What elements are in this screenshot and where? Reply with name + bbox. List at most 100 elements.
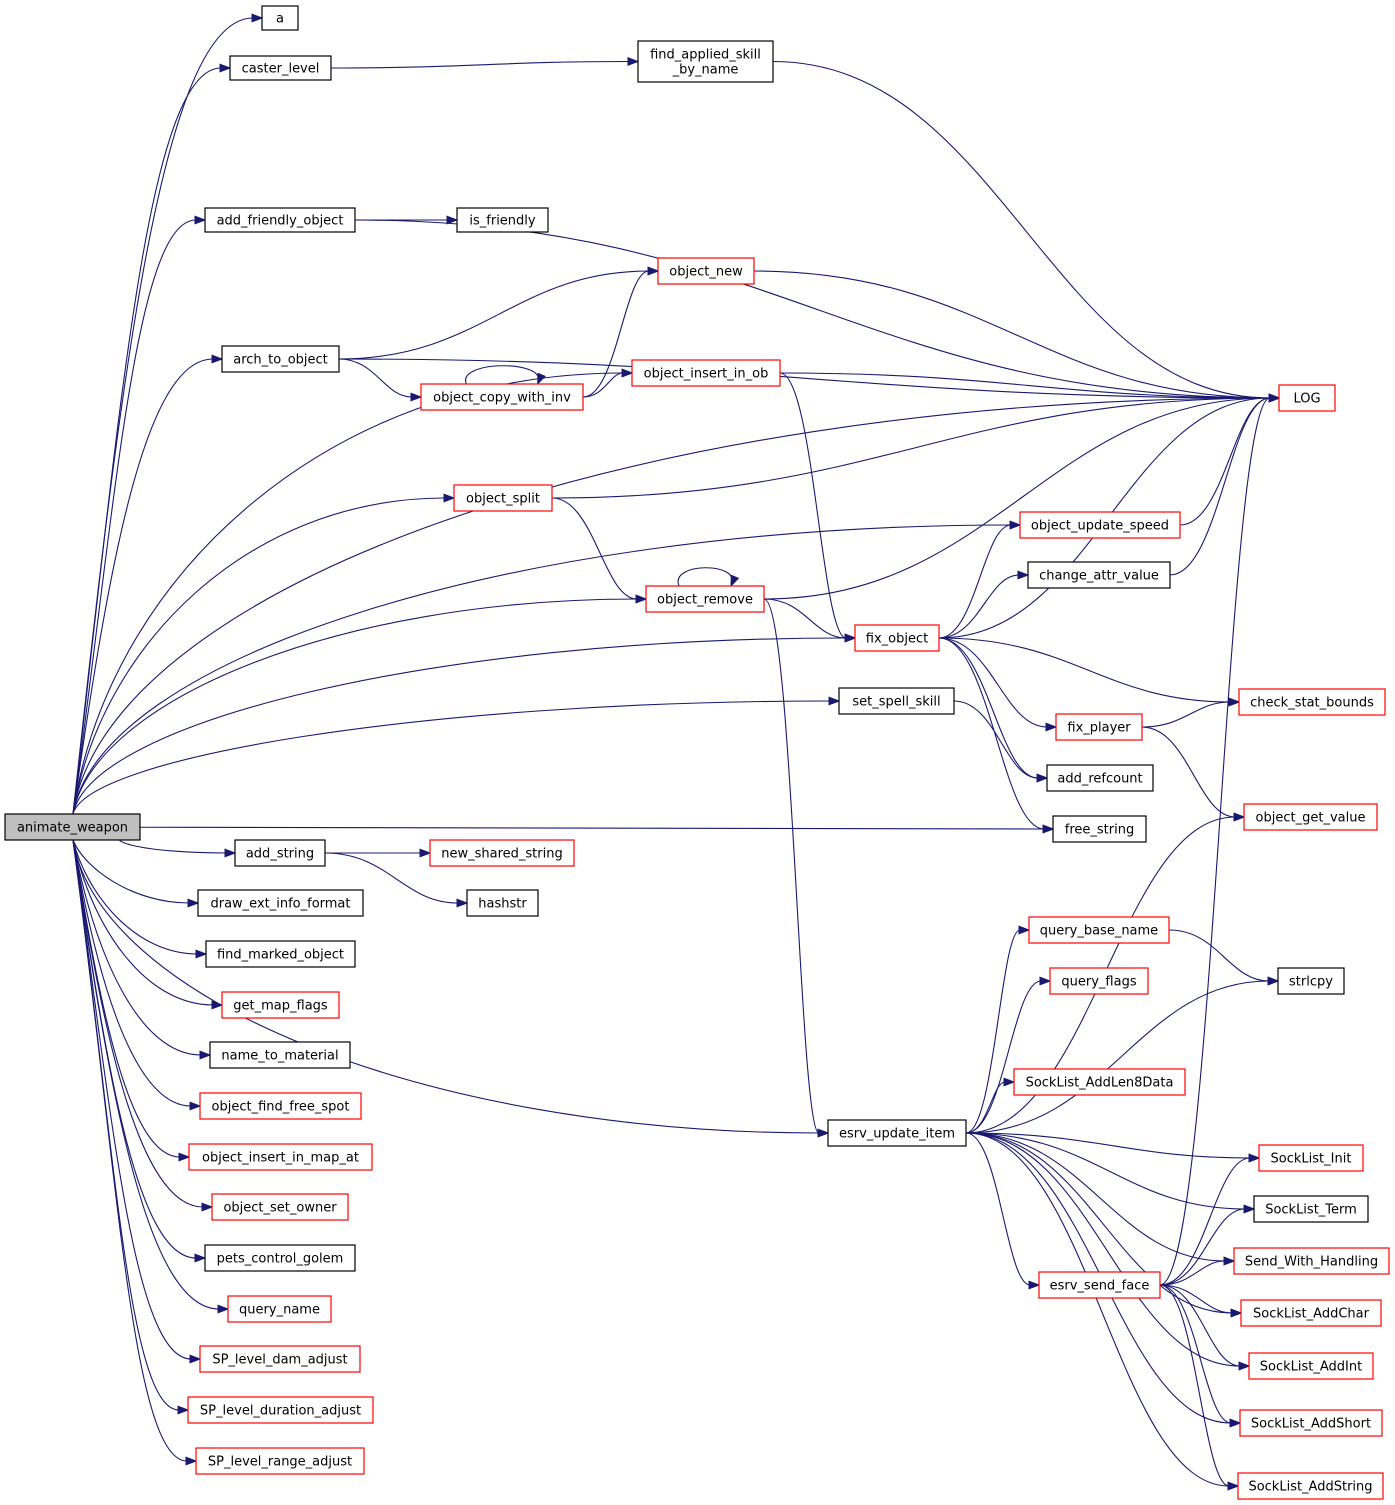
node-label: object_insert_in_map_at — [202, 1151, 359, 1166]
node-box — [1233, 1247, 1390, 1275]
node-esrv_send_face[interactable]: esrv_send_face — [1038, 1271, 1161, 1299]
node-SockList_AddChar[interactable]: SockList_AddChar — [1240, 1299, 1382, 1327]
node-object_get_value[interactable]: object_get_value — [1243, 803, 1378, 831]
node-a[interactable]: a — [261, 5, 299, 31]
node-change_attr_value[interactable]: change_attr_value — [1027, 561, 1171, 589]
node-SP_level_dam_adjust[interactable]: SP_level_dam_adjust — [199, 1345, 361, 1373]
node-SockList_AddInt[interactable]: SockList_AddInt — [1248, 1352, 1374, 1380]
edge-animate_weapon-to-add_friendly_object — [72, 215, 207, 815]
node-query_name[interactable]: query_name — [227, 1295, 332, 1323]
node-label: strlcpy — [1289, 975, 1333, 990]
edge-animate_weapon-to-name_to_material — [72, 839, 212, 1060]
edge-animate_weapon-to-caster_level — [72, 63, 232, 815]
node-add_refcount[interactable]: add_refcount — [1046, 764, 1154, 792]
node-SockList_Init[interactable]: SockList_Init — [1258, 1144, 1364, 1172]
node-object_update_speed[interactable]: object_update_speed — [1019, 511, 1181, 539]
node-SP_level_duration_adjust[interactable]: SP_level_duration_adjust — [187, 1396, 374, 1424]
node-box — [211, 1193, 349, 1221]
node-SockList_AddLen8Data[interactable]: SockList_AddLen8Data — [1013, 1068, 1186, 1096]
edge-line — [965, 1132, 1241, 1367]
node-draw_ext_info_format[interactable]: draw_ext_info_format — [197, 889, 364, 917]
edge-fix_object-to-add_refcount — [938, 637, 1049, 783]
node-SockList_AddString[interactable]: SockList_AddString — [1237, 1472, 1384, 1500]
edge-line — [330, 60, 630, 69]
node-check_stat_bounds[interactable]: check_stat_bounds — [1238, 688, 1386, 716]
node-name_to_material[interactable]: name_to_material — [209, 1041, 351, 1069]
edge-line — [465, 365, 539, 385]
node-strlcpy[interactable]: strlcpy — [1277, 967, 1345, 995]
node-set_spell_skill[interactable]: set_spell_skill — [838, 687, 955, 715]
edge-arrowhead — [443, 493, 456, 503]
edge-arrowhead — [178, 1152, 191, 1162]
node-box — [187, 1396, 374, 1424]
node-object_remove[interactable]: object_remove — [645, 585, 765, 613]
node-box — [1243, 803, 1378, 831]
edge-arrowhead — [844, 633, 857, 643]
node-fix_object[interactable]: fix_object — [854, 624, 940, 652]
node-arch_to_object[interactable]: arch_to_object — [221, 345, 340, 373]
node-box — [204, 207, 356, 233]
node-object_set_owner[interactable]: object_set_owner — [211, 1193, 349, 1221]
edge-line — [1179, 397, 1271, 526]
node-new_shared_string[interactable]: new_shared_string — [429, 839, 575, 867]
edge-arrowhead — [621, 368, 634, 378]
node-box — [1239, 1409, 1383, 1437]
edge-arrowhead — [195, 949, 208, 959]
node-pets_control_golem[interactable]: pets_control_golem — [204, 1244, 356, 1272]
node-label: free_string — [1065, 823, 1134, 838]
node-is_friendly[interactable]: is_friendly — [456, 207, 549, 233]
node-box — [4, 813, 141, 841]
edge-animate_weapon-to-query_name — [72, 839, 230, 1314]
node-label: pets_control_golem — [217, 1252, 344, 1267]
edge-line — [1159, 1284, 1233, 1314]
edge-line — [72, 839, 198, 955]
node-object_insert_in_map_at[interactable]: object_insert_in_map_at — [188, 1143, 373, 1171]
edge-arrowhead — [217, 1304, 230, 1314]
node-add_friendly_object[interactable]: add_friendly_object — [204, 207, 356, 233]
edge-line — [965, 1081, 1006, 1134]
edge-arrowhead — [1017, 570, 1030, 580]
edge-line — [72, 839, 190, 904]
edge-esrv_send_face-to-SockList_AddChar — [1159, 1284, 1243, 1318]
node-esrv_update_item[interactable]: esrv_update_item — [827, 1119, 967, 1147]
node-caster_level[interactable]: caster_level — [229, 55, 332, 81]
node-label: SockList_Init — [1271, 1152, 1352, 1167]
node-SockList_Term[interactable]: SockList_Term — [1253, 1195, 1369, 1223]
edge-fix_object-to-free_string — [938, 637, 1055, 834]
edge-line — [72, 17, 254, 815]
edge-line — [1159, 1284, 1241, 1367]
node-box — [188, 1143, 373, 1171]
node-object_new[interactable]: object_new — [657, 257, 755, 285]
node-Send_With_Handling[interactable]: Send_With_Handling — [1233, 1247, 1390, 1275]
node-fix_player[interactable]: fix_player — [1055, 713, 1143, 741]
edge-line — [1159, 1284, 1230, 1487]
node-query_base_name[interactable]: query_base_name — [1028, 916, 1170, 944]
node-object_find_free_spot[interactable]: object_find_free_spot — [199, 1092, 362, 1120]
node-box — [1238, 688, 1386, 716]
node-get_map_flags[interactable]: get_map_flags — [221, 991, 340, 1019]
node-hashstr[interactable]: hashstr — [466, 889, 539, 917]
node-object_split[interactable]: object_split — [453, 484, 553, 512]
edge-arrowhead — [1042, 824, 1055, 834]
node-SockList_AddShort[interactable]: SockList_AddShort — [1239, 1409, 1383, 1437]
edge-arrowhead — [537, 372, 546, 386]
node-label: new_shared_string — [441, 847, 562, 862]
node-find_applied_skill_by_name[interactable]: find_applied_skill_by_name — [637, 40, 774, 83]
edge-esrv_update_item-to-SockList_AddInt — [965, 1132, 1251, 1371]
node-box — [637, 40, 774, 83]
node-free_string[interactable]: free_string — [1052, 815, 1147, 843]
node-object_insert_in_ob[interactable]: object_insert_in_ob — [631, 359, 781, 387]
edge-esrv_update_item-to-query_flags — [965, 976, 1052, 1134]
edge-caster_level-to-find_applied_skill_by_name — [330, 56, 640, 69]
node-LOG[interactable]: LOG — [1278, 384, 1336, 412]
edge-line — [72, 839, 202, 1056]
node-animate_weapon[interactable]: animate_weapon — [4, 813, 141, 841]
edge-line — [1168, 929, 1270, 982]
node-object_copy_with_inv[interactable]: object_copy_with_inv — [420, 383, 584, 411]
edge-line — [953, 700, 1039, 779]
edge-add_string-to-new_shared_string — [325, 848, 432, 858]
node-SP_level_range_adjust[interactable]: SP_level_range_adjust — [195, 1447, 365, 1475]
node-find_marked_object[interactable]: find_marked_object — [205, 940, 356, 968]
node-add_string[interactable]: add_string — [234, 839, 326, 867]
node-query_flags[interactable]: query_flags — [1049, 967, 1149, 995]
